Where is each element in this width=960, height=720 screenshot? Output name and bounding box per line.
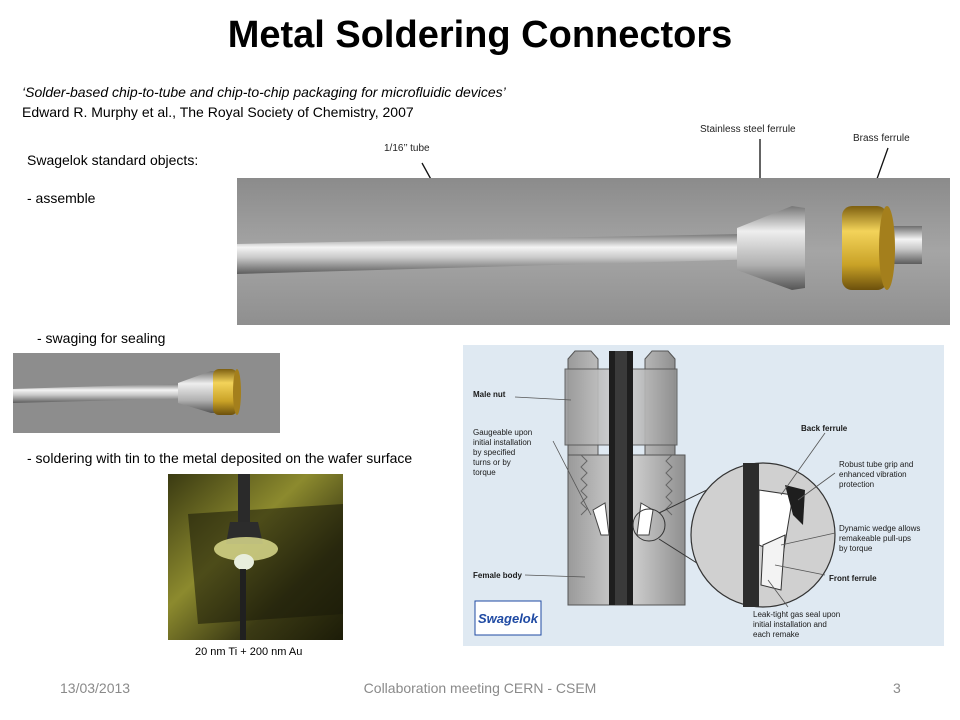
slide-title: Metal Soldering Connectors <box>227 14 733 56</box>
footer-meeting: Collaboration meeting CERN - CSEM <box>363 680 597 696</box>
label-deposit-layers: 20 nm Ti + 200 nm Au <box>195 646 303 658</box>
footer-date: 13/03/2013 <box>60 680 131 696</box>
swaged-tube-photo <box>13 353 280 433</box>
swagelok-cross-section-diagram: Male nut Gaugeable upon initial installa… <box>463 345 944 646</box>
swagelok-intro: Swagelok standard objects: <box>27 152 199 168</box>
diagram-label-female-body: Female body <box>473 571 522 580</box>
citation-authors: Edward R. Murphy et al., The Royal Socie… <box>22 104 414 120</box>
diagram-label-male-nut: Male nut <box>473 390 506 399</box>
stainless-ferrule <box>737 206 805 290</box>
swagelok-logo <box>474 600 542 636</box>
diagram-label-wedge-3: by torque <box>839 544 873 553</box>
diagram-label-gaugeable: Gaugeable upon <box>473 428 532 437</box>
diagram-label-leak-2: initial installation and <box>753 620 827 629</box>
diagram-label-robust-3: protection <box>839 480 874 489</box>
diagram-label-gaugeable-2: initial installation <box>473 438 531 447</box>
solder-wafer-photo <box>168 474 343 640</box>
step-assemble: - assemble <box>27 190 96 206</box>
citation-title: ‘Solder-based chip-to-tube and chip-to-c… <box>22 84 506 100</box>
diagram-label-gaugeable-4: turns or by <box>473 458 511 467</box>
step-swaging: - swaging for sealing <box>37 330 166 346</box>
swagelok-logo-text: Swagelok <box>478 611 539 626</box>
diagram-label-robust-2: enhanced vibration <box>839 470 907 479</box>
footer-page-number: 3 <box>893 680 901 696</box>
diagram-label-gaugeable-5: torque <box>473 468 496 477</box>
tube <box>237 233 797 274</box>
label-stainless-ferrule: Stainless steel ferrule <box>700 124 796 135</box>
step-soldering: - soldering with tin to the metal deposi… <box>27 450 413 466</box>
diagram-label-robust: Robust tube grip and <box>839 460 913 469</box>
diagram-label-wedge-2: remakeable pull-ups <box>839 534 911 543</box>
diagram-label-gaugeable-3: by specified <box>473 448 515 457</box>
diagram-label-front-ferrule: Front ferrule <box>829 574 877 583</box>
diagram-label-leak: Leak-tight gas seal upon <box>753 610 840 619</box>
diagram-label-wedge: Dynamic wedge allows <box>839 524 920 533</box>
diagram-label-back-ferrule: Back ferrule <box>801 424 848 433</box>
assembled-tube-photo <box>237 178 950 325</box>
brass-ferrule <box>842 206 887 290</box>
label-brass-ferrule: Brass ferrule <box>853 133 910 144</box>
label-tube: 1/16’’ tube <box>384 143 430 154</box>
diagram-label-leak-3: each remake <box>753 630 800 639</box>
